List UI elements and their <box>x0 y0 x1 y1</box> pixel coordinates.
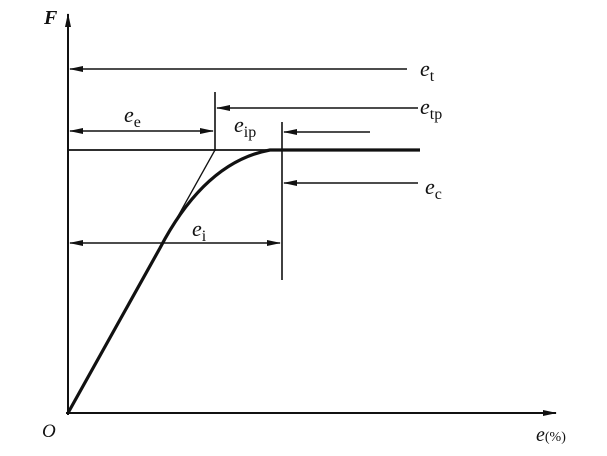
label-eip: eip <box>234 112 256 141</box>
label-et: et <box>420 56 435 85</box>
label-ee: ee <box>124 102 141 131</box>
x-axis-label: e(%) <box>536 424 566 446</box>
label-ei: ei <box>192 216 207 245</box>
origin-label: O <box>42 421 56 442</box>
label-etp: etp <box>420 94 442 123</box>
y-axis-label: F <box>43 7 58 29</box>
force-curve <box>66 148 420 414</box>
label-ec: ec <box>425 174 442 203</box>
